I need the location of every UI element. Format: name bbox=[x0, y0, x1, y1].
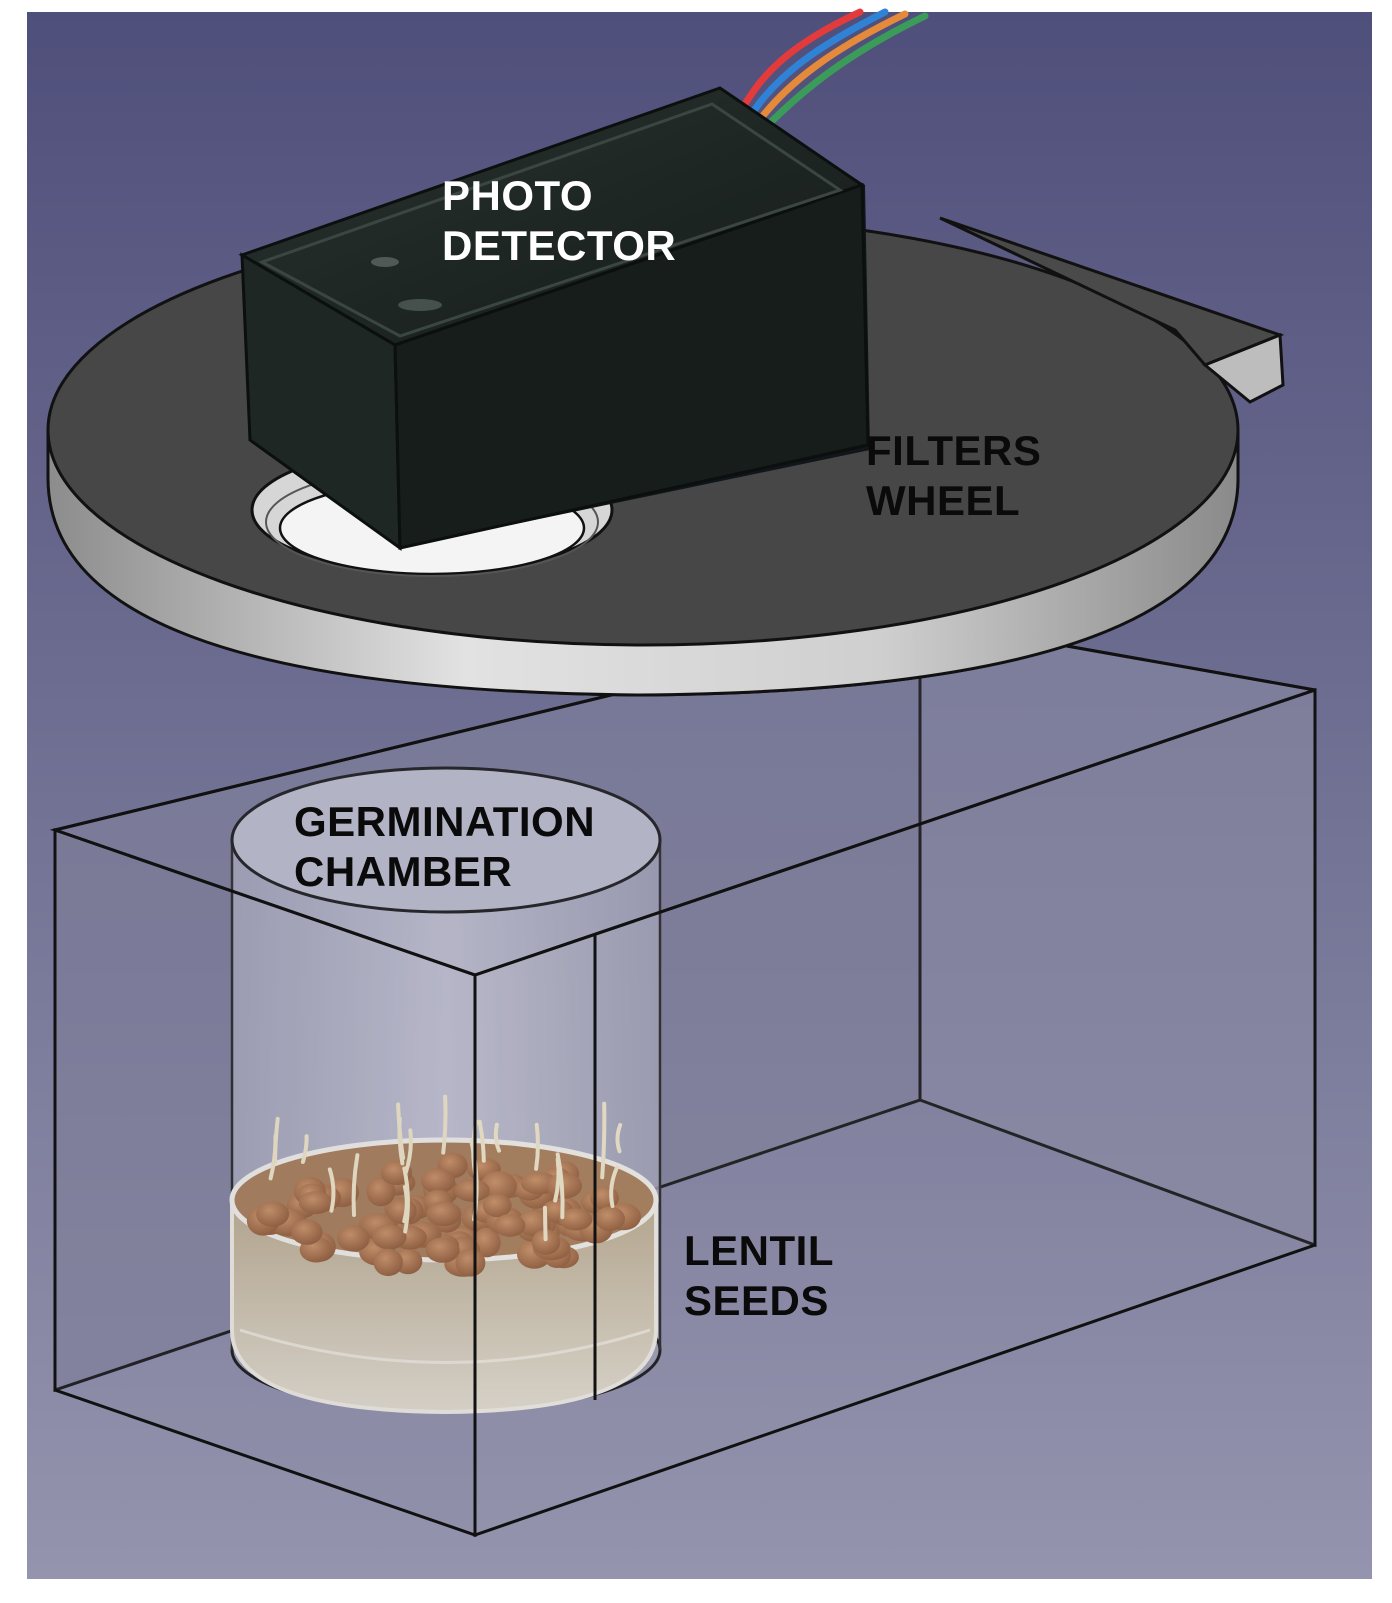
lentil-seed bbox=[480, 1171, 517, 1202]
lentil-seed bbox=[482, 1194, 512, 1218]
lentil-seed bbox=[337, 1225, 370, 1252]
lentil-seed bbox=[372, 1224, 407, 1250]
lentil-seed bbox=[494, 1214, 526, 1237]
lentil-sprout bbox=[403, 1128, 413, 1175]
lentil-seed bbox=[298, 1191, 333, 1215]
filters-wheel-label: FILTERS WHEEL bbox=[866, 426, 1041, 526]
lentil-seed bbox=[531, 1229, 561, 1255]
cable-wire bbox=[754, 10, 909, 126]
filters-wheel-label-line2: WHEEL bbox=[866, 477, 1021, 524]
photo-detector-label-line1: PHOTO bbox=[442, 172, 594, 219]
lentil-seed bbox=[594, 1206, 626, 1232]
lentil-seed bbox=[455, 1248, 486, 1277]
lentil-seed bbox=[291, 1219, 323, 1245]
lentil-sprout bbox=[555, 1152, 565, 1220]
lentil-seed bbox=[421, 1168, 456, 1194]
lentil-seed bbox=[425, 1237, 460, 1263]
germination-chamber-label-line2: CHAMBER bbox=[294, 848, 513, 895]
lentil-sprout bbox=[441, 1094, 448, 1155]
lentil-sprout bbox=[300, 1134, 309, 1164]
cable-wire bbox=[764, 12, 929, 129]
enclosure-box-front bbox=[49, 618, 1317, 1538]
lentil-sprout bbox=[477, 1119, 486, 1163]
photo-detector-label: PHOTO DETECTOR bbox=[442, 171, 676, 271]
lentil-seed bbox=[256, 1201, 290, 1227]
lentil-seed bbox=[373, 1248, 403, 1277]
lentil-sprout bbox=[493, 1122, 501, 1153]
germination-chamber-label: GERMINATION CHAMBER bbox=[294, 797, 595, 897]
lentil-seed bbox=[366, 1177, 396, 1207]
germination-chamber-label-line1: GERMINATION bbox=[294, 798, 596, 845]
lentil-sprout bbox=[543, 1205, 548, 1242]
cable-wire bbox=[734, 8, 864, 122]
lentil-sprout bbox=[351, 1153, 360, 1217]
lentil-sprout bbox=[609, 1165, 619, 1208]
lentil-sprout bbox=[615, 1123, 623, 1154]
lentil-sprout bbox=[402, 1184, 409, 1224]
lentil-seeds-label-line2: SEEDS bbox=[684, 1277, 829, 1324]
lentil-seeds-label-line1: LENTIL bbox=[684, 1227, 834, 1274]
lentil-sprout bbox=[327, 1167, 336, 1213]
lentil-seed bbox=[559, 1208, 593, 1231]
cable-wire bbox=[744, 8, 889, 124]
lentil-seeds-label: LENTIL SEEDS bbox=[684, 1226, 834, 1326]
lentil-sprout bbox=[397, 1116, 405, 1166]
lentil-sprout bbox=[600, 1101, 607, 1180]
lentil-seed bbox=[454, 1179, 490, 1202]
lentil-sprout bbox=[534, 1122, 540, 1171]
detector-cables bbox=[734, 8, 929, 129]
photo-detector-label-line2: DETECTOR bbox=[442, 222, 677, 269]
lentil-sprout bbox=[268, 1134, 278, 1181]
filters-wheel-label-line1: FILTERS bbox=[866, 427, 1042, 474]
lentil-seed bbox=[517, 1210, 551, 1237]
photo-detector bbox=[238, 8, 929, 551]
lentil-seed bbox=[426, 1201, 462, 1227]
